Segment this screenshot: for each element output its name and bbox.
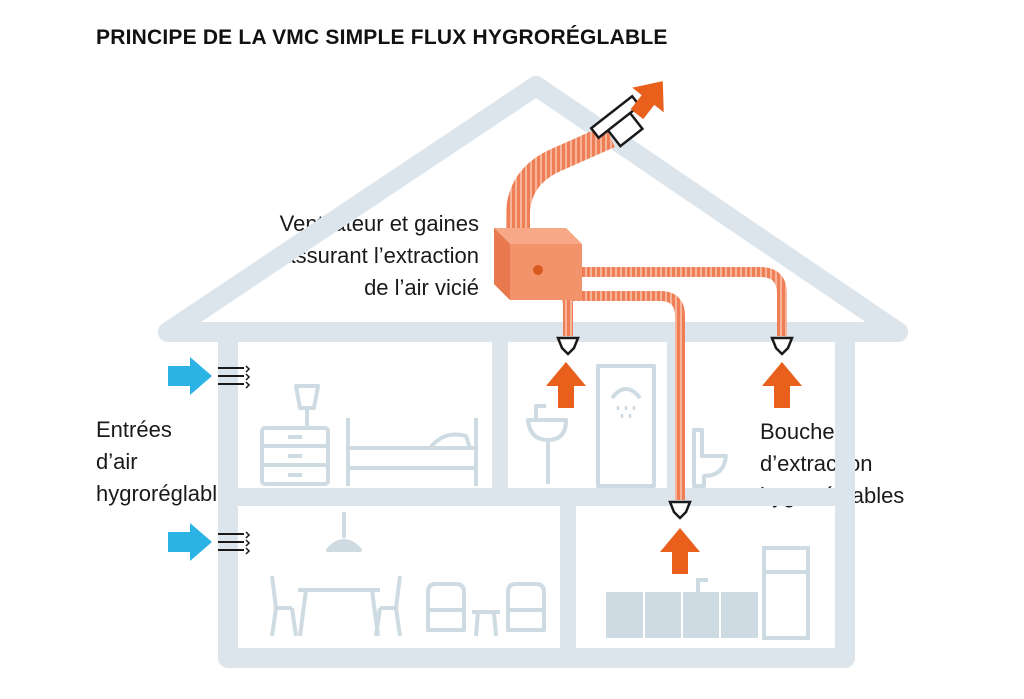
inlet-label-line-1: Entrées bbox=[96, 417, 172, 442]
upper-inlet-arrow-icon bbox=[168, 357, 212, 395]
sink bbox=[526, 418, 568, 442]
fan-unit bbox=[494, 228, 582, 300]
chair-left bbox=[270, 575, 298, 637]
lower-inlet-arrow-icon bbox=[168, 523, 212, 561]
dining-table bbox=[298, 588, 380, 637]
armchair-1 bbox=[426, 582, 466, 632]
lamp bbox=[294, 384, 320, 410]
dining-furniture bbox=[270, 512, 546, 637]
bathroom-vent-icon bbox=[556, 336, 580, 356]
shower bbox=[596, 364, 656, 488]
duct-to-right-room bbox=[570, 267, 787, 336]
kitchen-extract-arrow-icon bbox=[660, 528, 700, 574]
house-outline bbox=[158, 76, 908, 668]
upper-inlet-grille-icon bbox=[218, 365, 251, 389]
chair-right bbox=[374, 575, 402, 637]
air-inlets bbox=[168, 357, 251, 561]
fan-icon bbox=[533, 265, 543, 275]
bedroom-furniture bbox=[260, 384, 478, 486]
fan-label-line-2: assurant l’extraction bbox=[283, 243, 479, 268]
toilet bbox=[692, 428, 728, 488]
bathroom-furniture bbox=[526, 364, 728, 488]
extraction-vents bbox=[556, 336, 794, 520]
roof-exhaust-duct bbox=[506, 125, 615, 234]
roof bbox=[158, 76, 908, 342]
diagram-title: PRINCIPE DE LA VMC SIMPLE FLUX HYGRORÉGL… bbox=[96, 26, 668, 49]
kitchen-faucet bbox=[696, 578, 708, 592]
bathroom-extract-arrow-icon bbox=[546, 362, 586, 408]
inlet-label-line-3: hygroréglables bbox=[96, 481, 241, 506]
inlet-label-line-2: d’air bbox=[96, 449, 138, 474]
bed bbox=[346, 418, 478, 486]
exhaust-arrow-icon bbox=[630, 81, 664, 120]
lower-inlet-grille-icon bbox=[218, 531, 251, 555]
nightstand bbox=[260, 426, 330, 486]
kitchen-vent-icon bbox=[668, 500, 692, 520]
outlet-label-line-1: Bouches bbox=[760, 419, 846, 444]
roof-exhaust-cap bbox=[589, 94, 645, 148]
side-table bbox=[472, 610, 500, 637]
kitchen-furniture bbox=[606, 546, 810, 640]
pendant-lamp bbox=[326, 539, 362, 552]
fridge bbox=[762, 546, 810, 640]
fan-label-line-3: de l’air vicié bbox=[364, 275, 479, 300]
right-room-vent-icon bbox=[770, 336, 794, 356]
extraction-ducts bbox=[506, 125, 787, 500]
air-inlets-label: Entrées d’air hygroréglables bbox=[96, 414, 240, 510]
duct-to-kitchen bbox=[570, 291, 685, 500]
armchair-2 bbox=[506, 582, 546, 632]
right-room-extract-arrow-icon bbox=[762, 362, 802, 408]
